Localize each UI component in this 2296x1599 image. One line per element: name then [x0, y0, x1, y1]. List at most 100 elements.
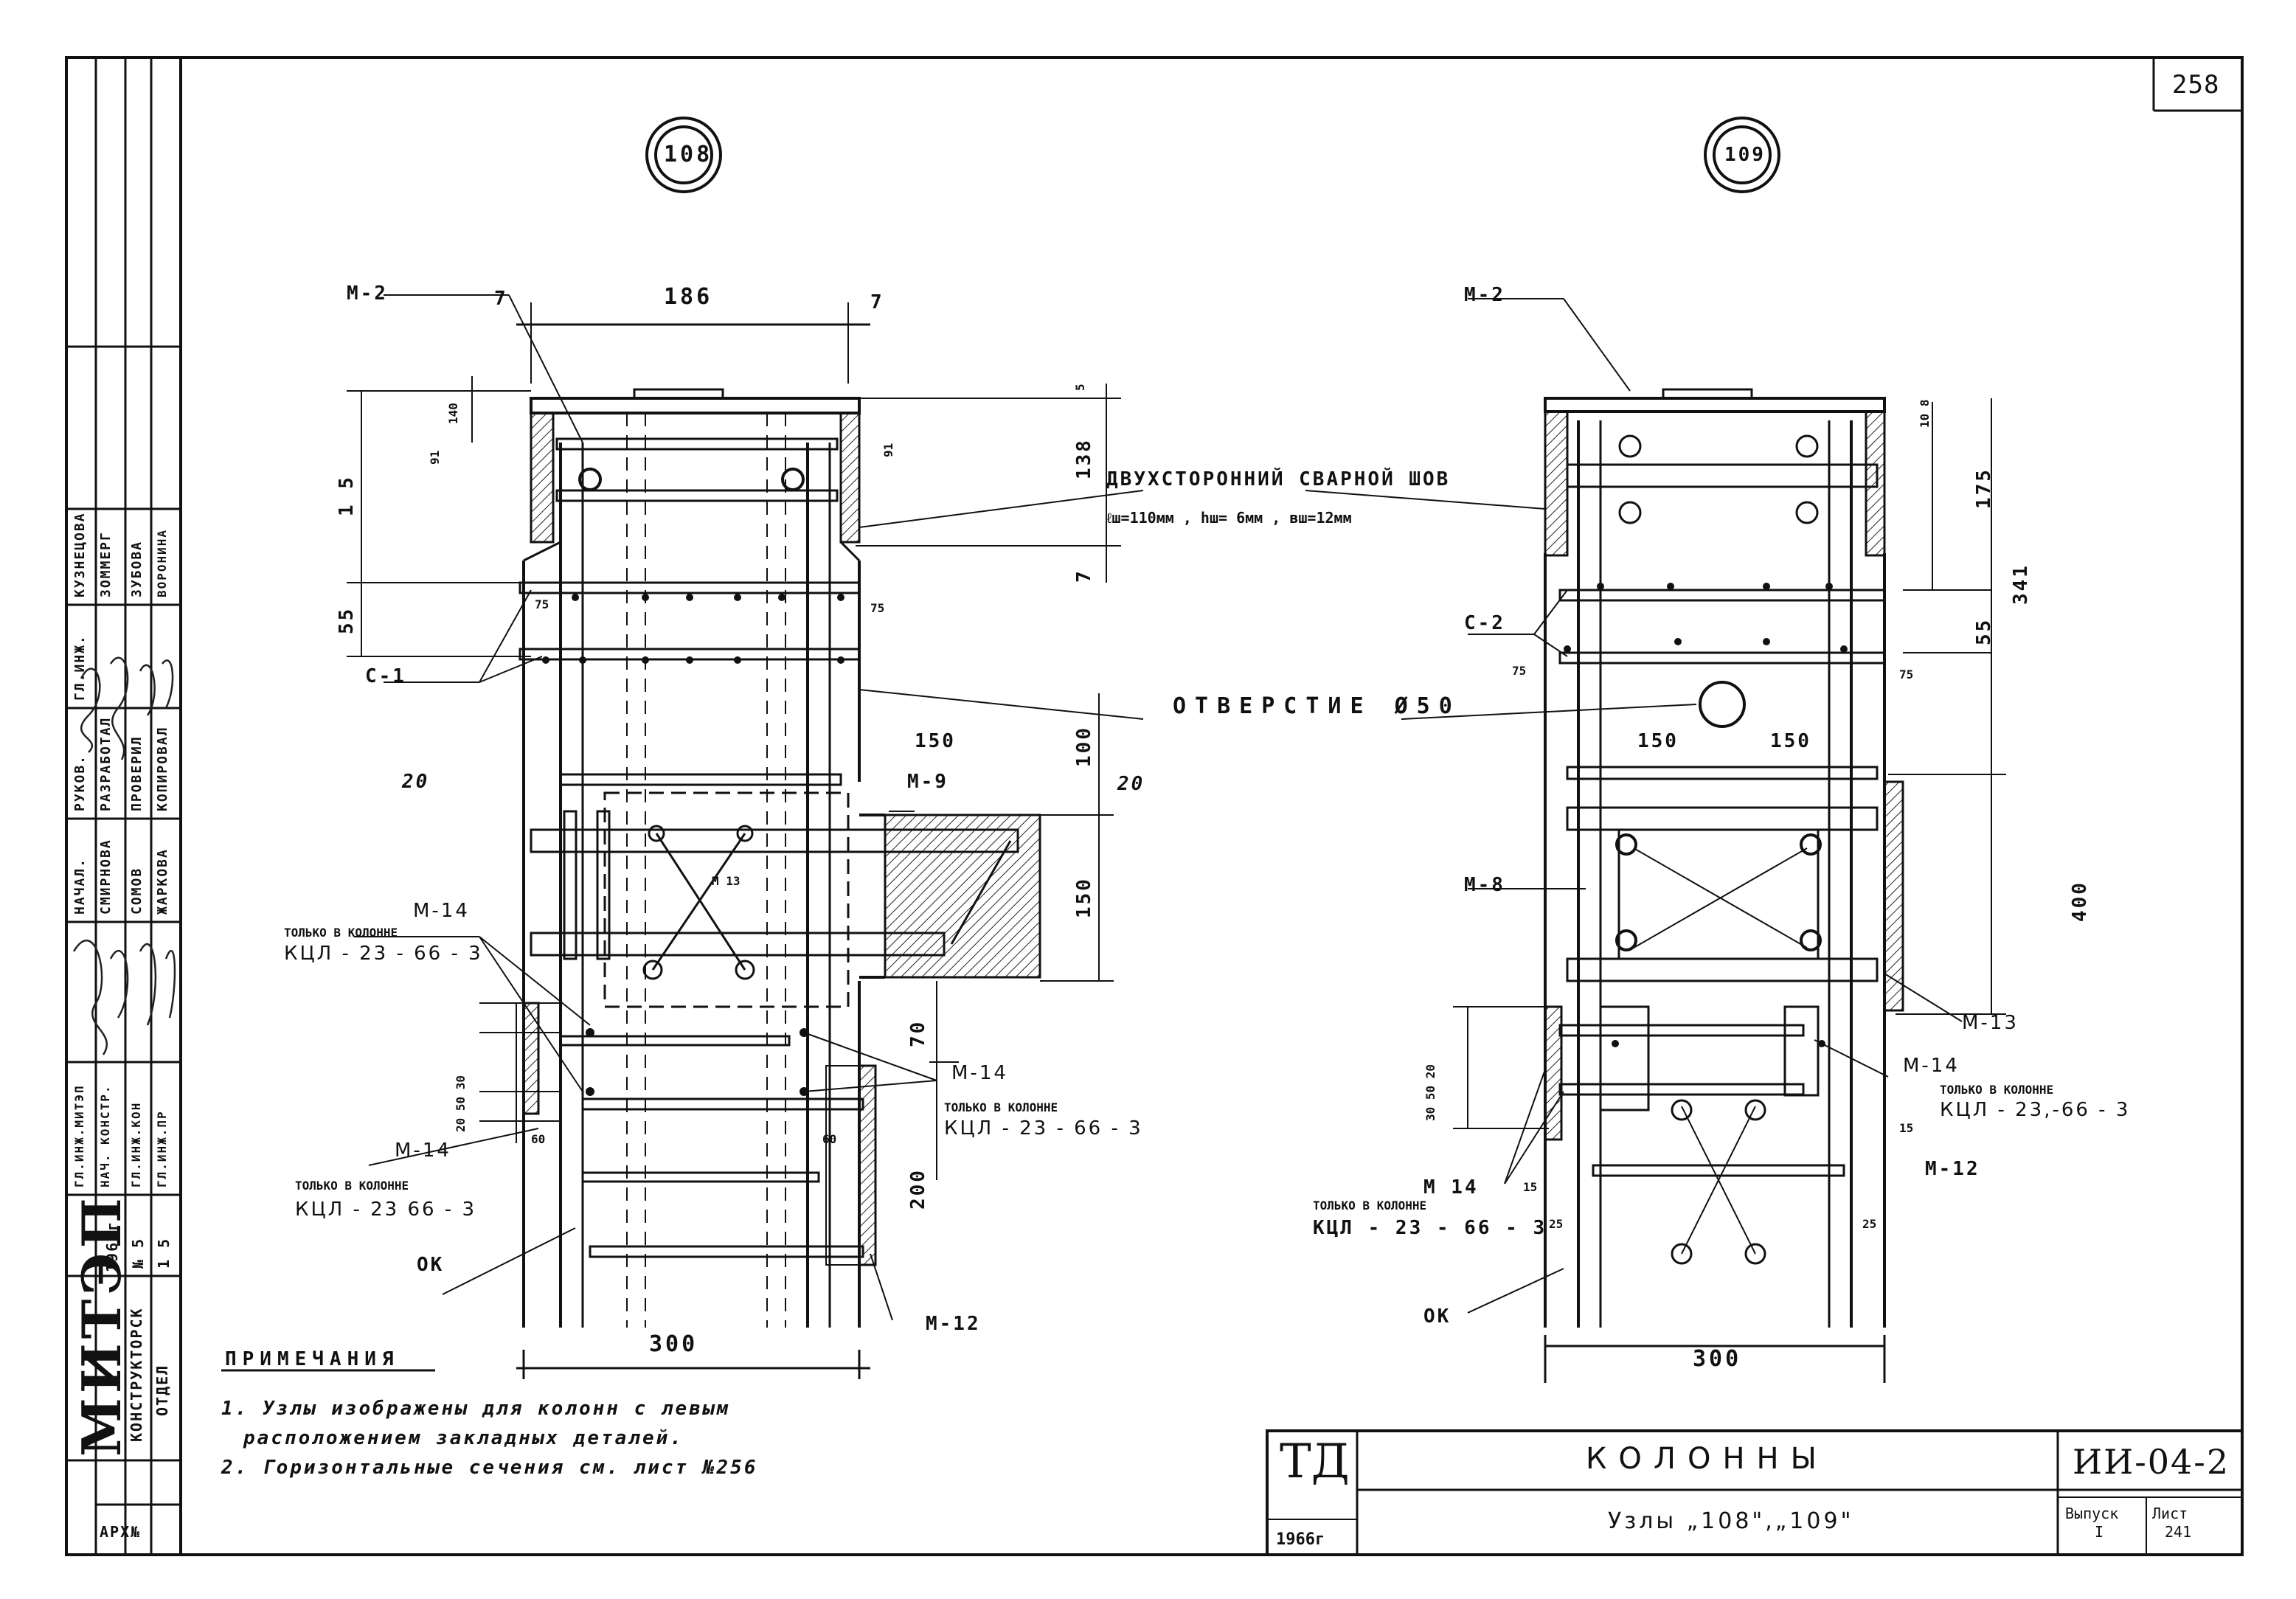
stamp-col-b1: ГЛ.ИНЖ.КОН [129, 1101, 143, 1187]
stamp-col-a2: НАЧ. КОНСТР. [98, 1084, 112, 1187]
left-only-a: ТОЛЬКО В КОЛОННЕ [284, 926, 398, 940]
left-dim-top-186: 186 [664, 284, 713, 310]
title-code: ИИ-04-2 [2073, 1442, 2230, 1482]
left-label-m14c: M-14 [951, 1062, 1008, 1084]
left-column-drawing [347, 302, 1121, 1379]
left-label-m2: M-2 [347, 282, 388, 305]
bubble-label-109: 109 [1724, 144, 1766, 166]
notes-line-3: 2. Горизонтальные сечения см. лист №256 [221, 1457, 758, 1479]
left-dim-150a: 150 [915, 730, 956, 752]
right-label-m13: M-13 [1962, 1012, 2019, 1034]
title-main: КОЛОННЫ [1586, 1442, 1828, 1476]
left-dim-140: 140 [446, 403, 460, 424]
left-dim-70: 70 [907, 1019, 929, 1047]
right-kcl-a: КЦЛ - 23,-66 - 3 [1940, 1099, 2131, 1121]
left-label-m14a: M-14 [413, 900, 470, 922]
left-dim-top-7a: 7 [494, 288, 508, 310]
right-dim-25b: 25 [1862, 1217, 1877, 1231]
left-label-m13: М 13 [712, 874, 741, 888]
right-dim-400: 400 [2069, 881, 2091, 922]
right-dim-55: 55 [1973, 617, 1995, 645]
left-label-m9: M-9 [907, 771, 948, 793]
left-dim-100: 100 [1073, 726, 1095, 767]
right-dim-15b: 15 [1523, 1180, 1538, 1194]
left-dim-top-7b: 7 [870, 291, 884, 313]
left-dim-150b: 150 [1073, 877, 1095, 918]
left-dim-60b: 60 [822, 1132, 837, 1146]
stamp-dept-2: ОТДЕЛ [153, 1364, 171, 1416]
stamp-date: 1966г [103, 1220, 121, 1272]
stamp-dept-1: КОНСТРУКТОРСК [128, 1307, 145, 1442]
left-dim-60a: 60 [531, 1132, 546, 1146]
left-dim-200: 200 [907, 1168, 929, 1210]
left-dim-20a: 20 [402, 771, 430, 793]
notes-title: ПРИМЕЧАНИЯ [225, 1348, 400, 1370]
weld-params: ℓш=110мм , hш= 6мм , вш=12мм [1106, 509, 1352, 527]
stamp-num-1: № 5 [129, 1237, 147, 1269]
left-label-m14b: M-14 [395, 1140, 451, 1162]
left-dim-91b: 91 [881, 443, 895, 457]
right-vdims: 30 50 20 [1423, 1064, 1437, 1121]
stamp-col-a1: ГЛ.ИНЖ.МИТЭП [72, 1084, 86, 1187]
left-dim-55: 55 [336, 606, 358, 634]
hole-note: ОТВЕРСТИЕ Ø50 [1173, 693, 1461, 719]
left-kcl-a: КЦЛ - 23 - 66 - 3 [284, 943, 483, 965]
title-year: 1966г [1276, 1530, 1325, 1549]
left-leaders [354, 294, 937, 1321]
bubble-label-108: 108 [664, 142, 713, 167]
right-dim-341: 341 [2010, 563, 2032, 605]
left-dim-right-7: 7 [1073, 569, 1095, 583]
left-only-c: ТОЛЬКО В КОЛОННЕ [944, 1100, 1058, 1114]
weld-note: ДВУХСТОРОННИЙ СВАРНОЙ ШОВ [1106, 468, 1451, 490]
stamp-org: МИТЭП [70, 1193, 133, 1457]
left-dim-15: 1 5 [336, 475, 358, 516]
page-number: 258 [2172, 70, 2220, 100]
stamp-archive: АРХ№ [100, 1523, 142, 1541]
right-dim-175: 175 [1973, 468, 1995, 509]
right-label-m14b: М 14 [1423, 1176, 1479, 1199]
right-label-ok: ОК [1423, 1305, 1452, 1328]
left-dim-75b: 75 [870, 601, 885, 615]
stamp-col-b2: ГЛ.ИНЖ.ПР [155, 1110, 169, 1187]
right-only-a: ТОЛЬКО В КОЛОННЕ [1940, 1083, 2054, 1097]
signatures [72, 656, 176, 1055]
notes-line-1: 1. Узлы изображены для колонн с левым [221, 1398, 731, 1420]
right-only-b: ТОЛЬКО В КОЛОННЕ [1313, 1199, 1427, 1213]
notes-line-2: расположением закладных деталей. [243, 1427, 684, 1449]
title-issue-label: Выпуск [2065, 1505, 2119, 1522]
sheet-frame [65, 56, 2244, 1556]
right-dim-25a: 25 [1549, 1217, 1564, 1231]
title-sheet-label: Лист [2152, 1505, 2188, 1522]
left-dim-75a: 75 [535, 597, 549, 611]
right-leaders [1467, 298, 1963, 1314]
title-block-frame [1266, 1429, 2244, 1556]
right-column-drawing [1453, 388, 2006, 1383]
stamp-grid [66, 58, 181, 1555]
left-dim-91a: 91 [428, 450, 442, 465]
title-td: ТД [1280, 1435, 1350, 1489]
right-dim-150a: 150 [1637, 730, 1679, 752]
left-label-s1: С-1 [365, 665, 406, 687]
right-label-s2: С-2 [1464, 612, 1505, 634]
left-label-ok: ОК [417, 1254, 445, 1276]
title-issue-value: I [2095, 1523, 2104, 1541]
left-dim-right-138: 138 [1073, 438, 1095, 479]
right-label-m14a: M-14 [1903, 1055, 1960, 1077]
left-dim-20b: 20 [1117, 773, 1145, 795]
node-bubble-109 [1704, 117, 1780, 193]
left-dim-right-5: 5 [1073, 384, 1087, 391]
stamp-num-2: 1 5 [155, 1237, 173, 1269]
left-dim-300: 300 [649, 1331, 698, 1357]
stamp-name-4: ВОРОНИНА [155, 528, 169, 597]
stamp-name-3: ЗУБОВА [129, 540, 145, 597]
right-dim-10: 10 8 [1918, 399, 1932, 428]
right-label-m8: M-8 [1464, 874, 1505, 896]
title-subtitle: Узлы „108",„109" [1608, 1508, 1854, 1534]
right-dim-75a: 75 [1512, 664, 1527, 678]
right-label-m2: M-2 [1464, 284, 1505, 306]
left-label-m12: M-12 [926, 1313, 981, 1335]
right-kcl-b: КЦЛ - 23 - 66 - 3 [1313, 1217, 1547, 1239]
right-label-m12: M-12 [1925, 1158, 1980, 1180]
right-dim-150b: 150 [1770, 730, 1811, 752]
